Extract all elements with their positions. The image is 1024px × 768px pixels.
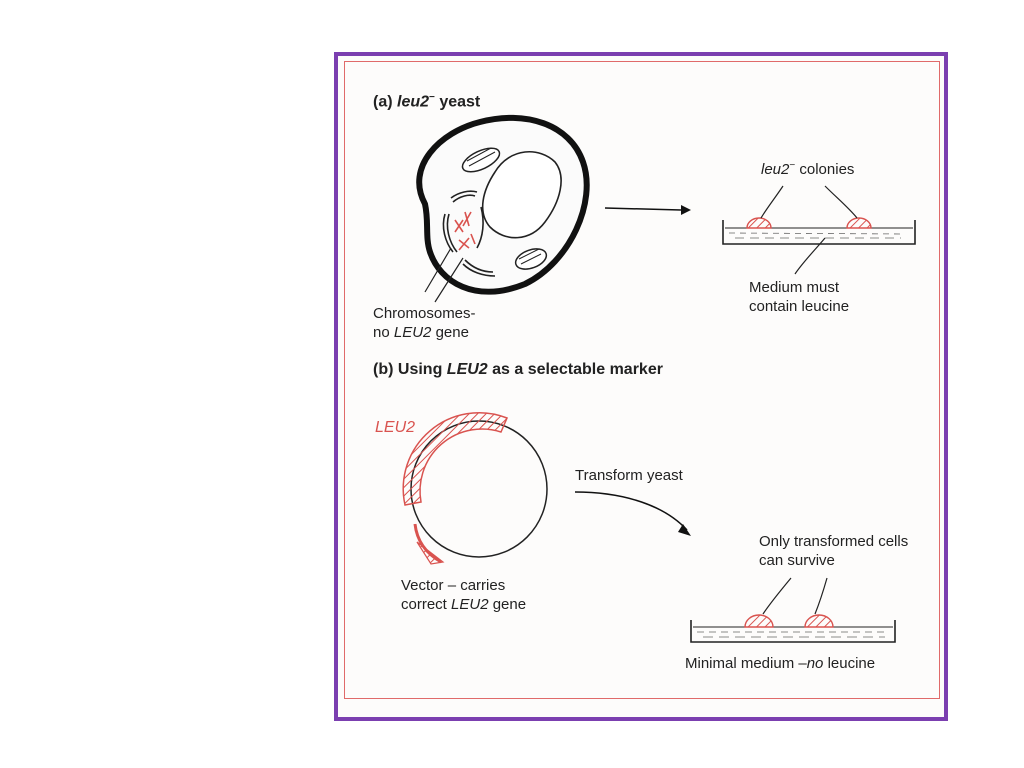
arrow-a bbox=[604, 205, 691, 215]
colony-a-right bbox=[846, 217, 872, 229]
leu2-gene-label: LEU2 bbox=[375, 419, 416, 436]
medium-label: Medium must contain leucine bbox=[749, 279, 850, 315]
vector-label: Vector – carries correct LEU2 gene bbox=[401, 577, 527, 613]
heading-b: (b) Using LEU2 as a selectable marker bbox=[373, 361, 663, 378]
vacuole bbox=[481, 150, 562, 239]
chromosomes bbox=[454, 211, 476, 251]
chromosomes-label: Chromosomes- no LEU2 gene bbox=[373, 305, 476, 341]
nucleus-membrane bbox=[442, 190, 496, 277]
survive-label: Only transformed cells can survive bbox=[759, 533, 909, 569]
minimal-medium-label: Minimal medium –no leucine bbox=[685, 655, 876, 672]
figure-inner-border: (a) leu2− yeast leu2− colonies Medium mu… bbox=[344, 61, 940, 699]
petri-dish-b bbox=[690, 577, 896, 643]
leu2-insert bbox=[402, 412, 508, 506]
leu2-colonies-label: leu2− colonies bbox=[761, 160, 855, 178]
mitochondrion-top bbox=[461, 147, 501, 173]
diagram-artwork bbox=[402, 114, 916, 643]
chromosome-pointer bbox=[424, 247, 464, 303]
yeast-cell bbox=[416, 114, 590, 303]
mitochondrion-bottom bbox=[514, 248, 548, 270]
colony-a-left bbox=[746, 217, 772, 229]
petri-dish-a bbox=[722, 185, 916, 275]
plasmid-vector bbox=[402, 412, 548, 565]
heading-a: (a) leu2− yeast bbox=[373, 92, 481, 111]
arrow-b bbox=[574, 491, 691, 536]
figure-frame: (a) leu2− yeast leu2− colonies Medium mu… bbox=[334, 52, 948, 721]
colony-b-left bbox=[744, 614, 774, 628]
colony-b-right bbox=[804, 614, 834, 628]
transform-label: Transform yeast bbox=[575, 467, 683, 484]
